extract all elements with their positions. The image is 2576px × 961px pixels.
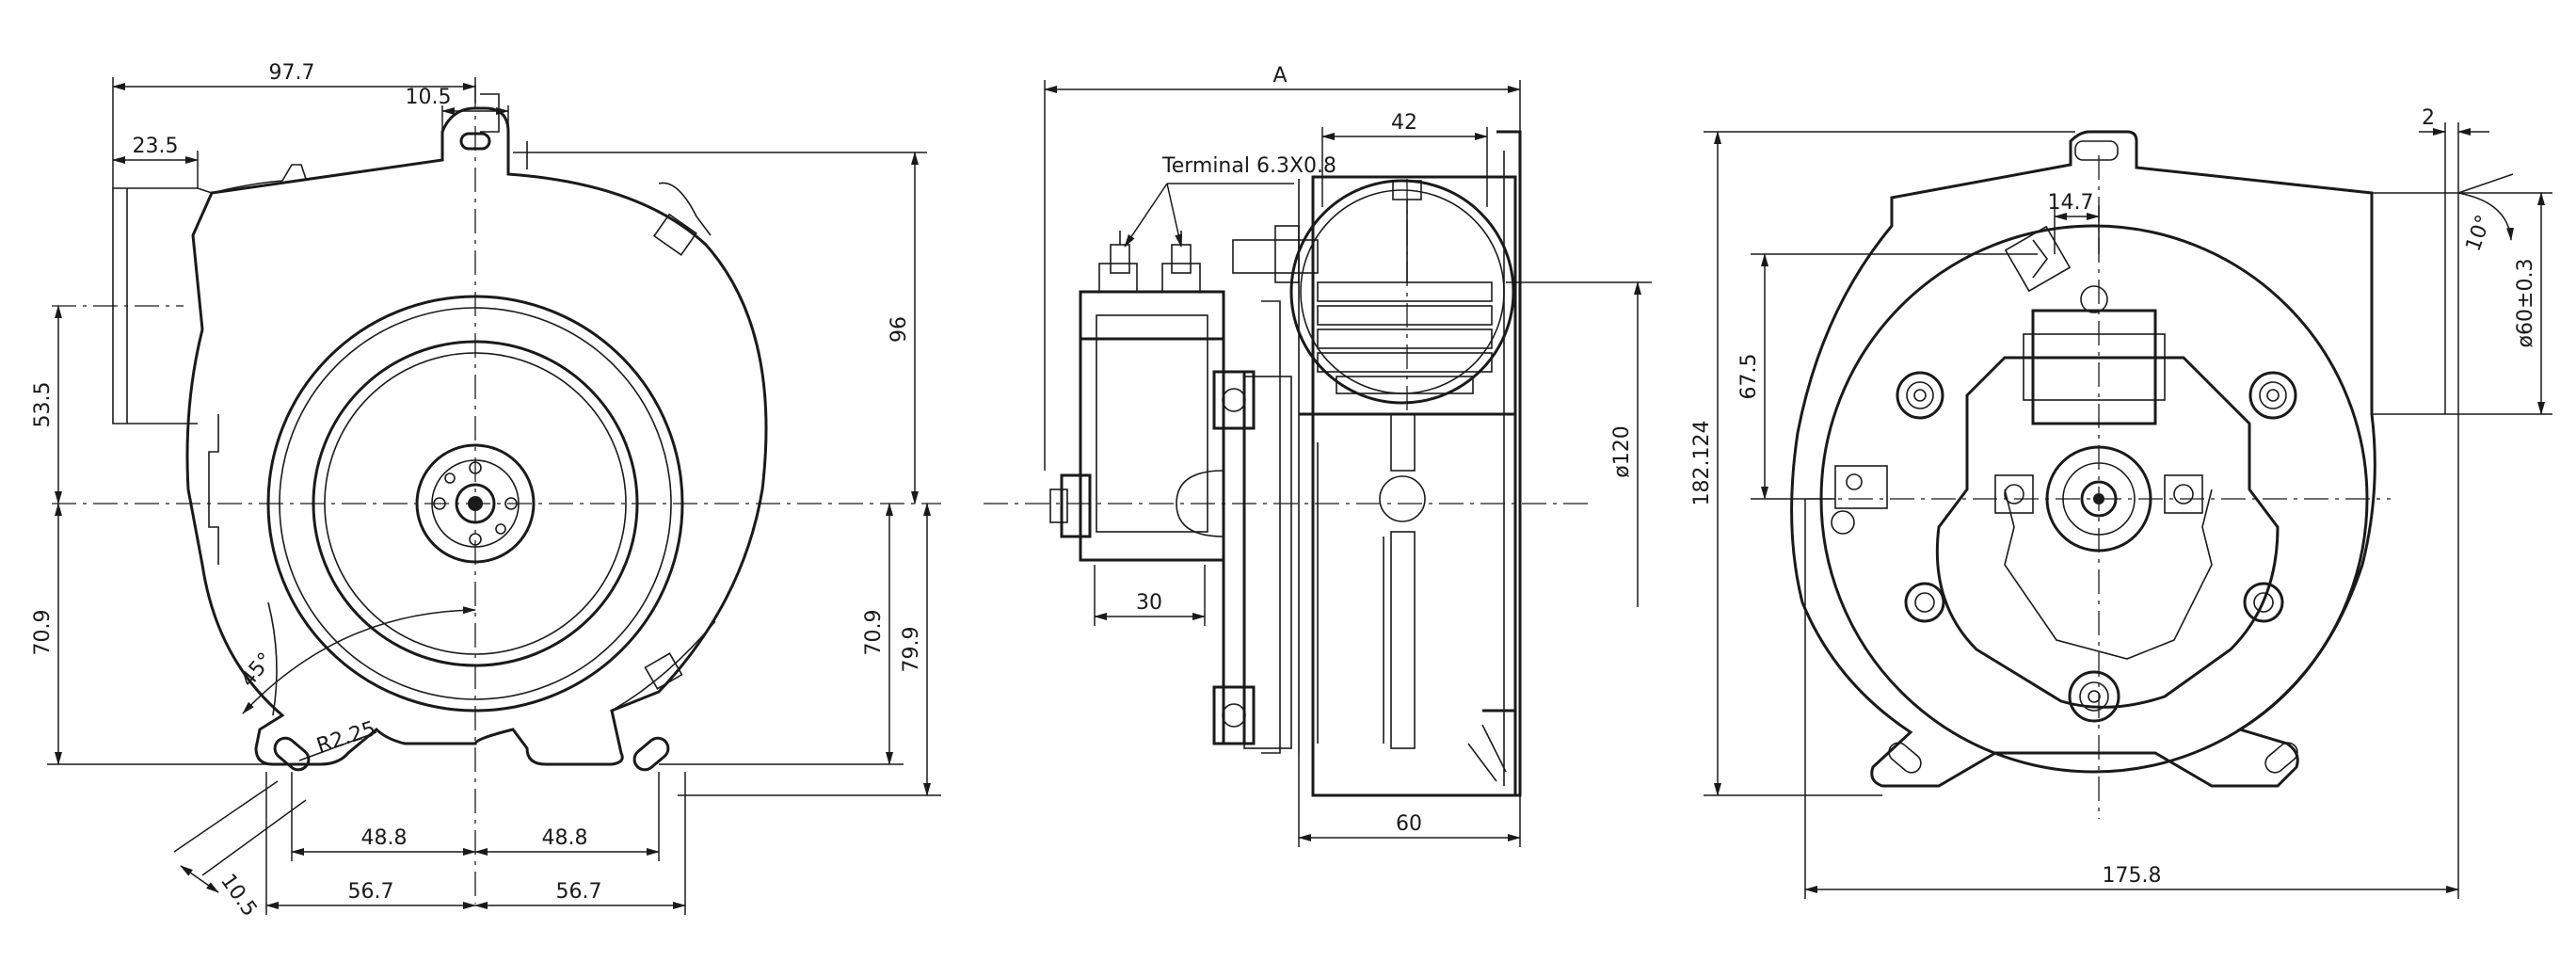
rear-housing <box>1790 130 2376 788</box>
dim-48-8-left: 48.8 <box>361 826 408 850</box>
front-view: 97.7 10.5 23.5 96 53.5 70.9 70.9 <box>31 61 941 921</box>
dim-depth-60: 60 <box>1396 812 1422 836</box>
dim-height-182-124: 182.124 <box>1690 421 1714 506</box>
dim-overall-a: A <box>1272 64 1287 88</box>
dim-dia-120: ø120 <box>1610 425 1634 477</box>
dim-48-8-right: 48.8 <box>542 826 588 850</box>
front-right-foot-slot <box>632 736 670 772</box>
dim-dia-60: ø60±0.3 <box>2514 259 2537 348</box>
dim-70-9-left: 70.9 <box>31 610 55 656</box>
dim-radius-r2-25: R2.25 <box>314 717 379 759</box>
rear-dimensions: 2 10° ø60±0.3 14.7 67.5 182.124 <box>1690 106 2552 899</box>
side-dimensions: A Terminal 6.3X0.8 42 ø120 30 60 <box>1044 64 1652 847</box>
dim-97-7: 97.7 <box>269 61 315 85</box>
rear-view: 2 10° ø60±0.3 14.7 67.5 182.124 <box>1690 106 2552 899</box>
side-view: A Terminal 6.3X0.8 42 ø120 30 60 <box>984 64 1652 847</box>
dim-offset-14-7: 14.7 <box>2048 191 2094 215</box>
dim-23-5: 23.5 <box>133 135 179 158</box>
dim-53-5: 53.5 <box>31 382 55 428</box>
dim-96: 96 <box>888 316 911 343</box>
dim-slot-10-5: 10.5 <box>406 86 452 109</box>
front-left-foot-slot <box>273 736 311 772</box>
dim-width-175-8: 175.8 <box>2103 864 2162 888</box>
dim-offset-2: 2 <box>2422 106 2435 130</box>
dim-angle-45: 45° <box>236 649 278 692</box>
side-body <box>1049 130 1522 797</box>
dim-70-9-right: 70.9 <box>862 610 886 656</box>
dim-56-7-left: 56.7 <box>348 880 394 904</box>
terminal-note: Terminal 6.3X0.8 <box>1161 154 1336 178</box>
dim-angle-10: 10° <box>2461 212 2496 254</box>
dim-height-67-5: 67.5 <box>1737 354 1761 400</box>
dim-slot-10-5-diagonal: 10.5 <box>216 870 262 921</box>
dim-hub-30: 30 <box>1136 591 1162 615</box>
dim-79-9: 79.9 <box>900 627 923 673</box>
front-dimensions: 97.7 10.5 23.5 96 53.5 70.9 70.9 <box>31 61 941 921</box>
dim-inlet-42: 42 <box>1391 111 1417 135</box>
dim-56-7-right: 56.7 <box>556 880 602 904</box>
